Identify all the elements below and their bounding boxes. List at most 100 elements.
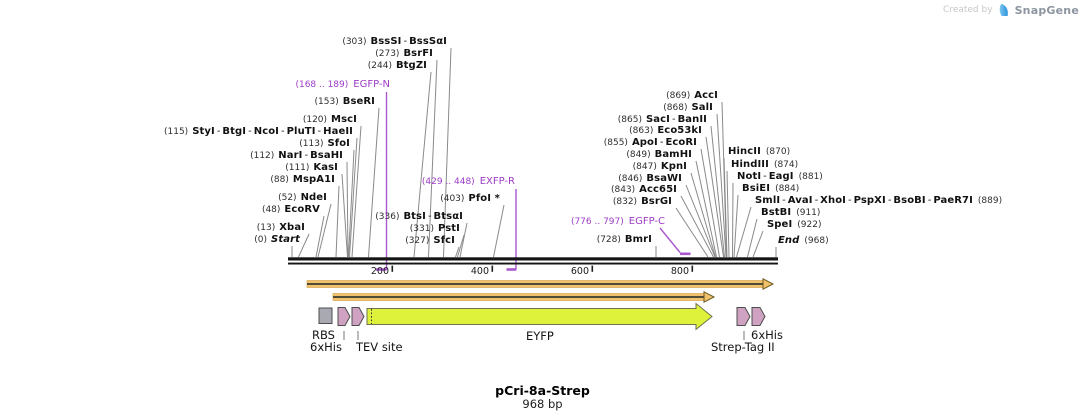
site-connector [747, 218, 758, 258]
site-connector [726, 170, 730, 258]
restriction-site-name: BsoBI [893, 195, 926, 206]
restriction-site-name: SacI [645, 114, 670, 125]
primer-riser [659, 227, 681, 253]
feature-label: RBS [312, 328, 335, 342]
restriction-site-name: PfoI * [468, 193, 500, 204]
primer-label: (776 .. 797)EGFP-C [571, 216, 665, 228]
site-connector [493, 204, 505, 258]
enzyme-site-label: (273)BsrFI [375, 48, 433, 60]
restriction-site-name: Eco53kI [657, 125, 702, 136]
site-position: (13) [256, 223, 276, 233]
restriction-site-name: BsiEI [742, 183, 771, 194]
restriction-site-name: BtsαI [433, 211, 463, 222]
site-connector [428, 59, 438, 258]
site-connector [443, 47, 452, 258]
site-position: (112) [250, 151, 275, 161]
snapgene-logo-icon [998, 3, 1010, 17]
site-position: (244) [367, 61, 392, 71]
site-connector [690, 172, 716, 258]
site-connector [716, 113, 727, 258]
restriction-site-name: SfoI [327, 138, 350, 149]
site-position: (88) [270, 175, 289, 185]
site-position: (847) [632, 162, 657, 172]
site-connector [413, 71, 432, 258]
primer-name: EGFP-C [628, 216, 665, 227]
restriction-site-name: XbaI [279, 222, 305, 233]
site-position: (889) [977, 196, 1003, 206]
ruler-tick-label: 400 [470, 265, 489, 277]
enzyme-site-label: (869)AccI [666, 90, 718, 102]
site-position: (868) [663, 103, 688, 113]
restriction-site-name: EcoRI [665, 137, 697, 148]
restriction-site-name: MscI [331, 114, 357, 125]
feature-label: 6xHis [310, 340, 342, 354]
site-connector [351, 125, 362, 258]
site-connector [348, 149, 355, 258]
site-position: (52) [278, 193, 297, 203]
primer-label: (168 .. 189)EGFP-N [295, 79, 390, 91]
feature-label: Strep-Tag II [711, 340, 775, 354]
site-connector [457, 234, 465, 258]
enzyme-site-label: SmlI-AvaI-XhoI-PspXI-BsoBI-PaeR7I(889) [755, 195, 1003, 206]
restriction-site-name: Start [271, 234, 300, 245]
map-footer: pCri-8a-Strep 968 bp [0, 384, 1085, 411]
site-position: (855) [603, 138, 628, 148]
site-position: (153) [314, 97, 339, 107]
site-position: (922) [797, 220, 822, 230]
site-position: (115) [163, 127, 189, 137]
restriction-site-name: HincII [728, 146, 761, 157]
enzyme-site-label: SpeI(922) [767, 219, 821, 231]
feature-arrow [337, 307, 351, 326]
restriction-site-name: BsrFI [403, 48, 433, 59]
enzyme-site-label: (113)SfoI [299, 138, 350, 150]
site-connector [315, 215, 325, 258]
site-connector [705, 136, 724, 258]
site-connector [710, 125, 725, 258]
site-position: (968) [804, 236, 829, 246]
site-position: (863) [629, 126, 654, 136]
restriction-site-name: BmrI [624, 234, 652, 245]
site-connector [335, 185, 340, 258]
enzyme-site-label: (403)PfoI * [440, 193, 500, 205]
restriction-site-name: AccI [694, 90, 718, 101]
feature-label: 6xHis [751, 328, 783, 342]
feature-arrow [751, 307, 766, 326]
restriction-site-name: KpnI [660, 161, 687, 172]
site-position: (832) [612, 197, 638, 207]
restriction-site-name: NotI [737, 171, 762, 182]
site-connector [346, 161, 349, 258]
ruler-tick-label: 600 [570, 265, 589, 277]
enzyme-site-label: (728)BmrI [597, 234, 652, 246]
snapgene-brand: SnapGene [1014, 3, 1079, 17]
site-connector [695, 160, 717, 258]
site-connector [349, 137, 358, 258]
enzyme-site-label: End(968) [778, 235, 829, 247]
plasmid-title: pCri-8a-Strep [495, 383, 590, 398]
restriction-site-name: BamHI [654, 149, 692, 160]
site-connector [298, 233, 310, 258]
restriction-site-name: MspA1I [292, 174, 335, 185]
enzyme-site-label: (855)ApoI-EcoRI [603, 137, 697, 148]
site-position: (113) [299, 139, 324, 149]
restriction-site-name: BssSαI [409, 36, 447, 47]
restriction-site-name: BsrGI [641, 196, 672, 207]
site-connector [317, 203, 332, 258]
restriction-site-name: Acc65I [639, 184, 677, 195]
created-by-text: Created by [943, 5, 993, 15]
restriction-site-name: BsaHI [310, 150, 343, 161]
enzyme-site-label: (868)SalI [663, 102, 713, 114]
ruler-tick [491, 265, 494, 272]
restriction-site-name: PluTI [286, 126, 316, 137]
primer-range: (429 .. 448) [421, 177, 475, 187]
site-position: (846) [618, 174, 643, 184]
site-connector [680, 195, 714, 258]
restriction-site-name: HaeII [323, 126, 353, 137]
site-position: (884) [775, 184, 800, 194]
restriction-site-name: SalI [691, 102, 713, 113]
restriction-site-name: BsaWI [646, 173, 682, 184]
site-connector [752, 230, 764, 258]
site-connector [732, 182, 734, 258]
restriction-site-name: NcoI [253, 126, 280, 137]
enzyme-site-label: (843)Acc65I [611, 184, 677, 196]
